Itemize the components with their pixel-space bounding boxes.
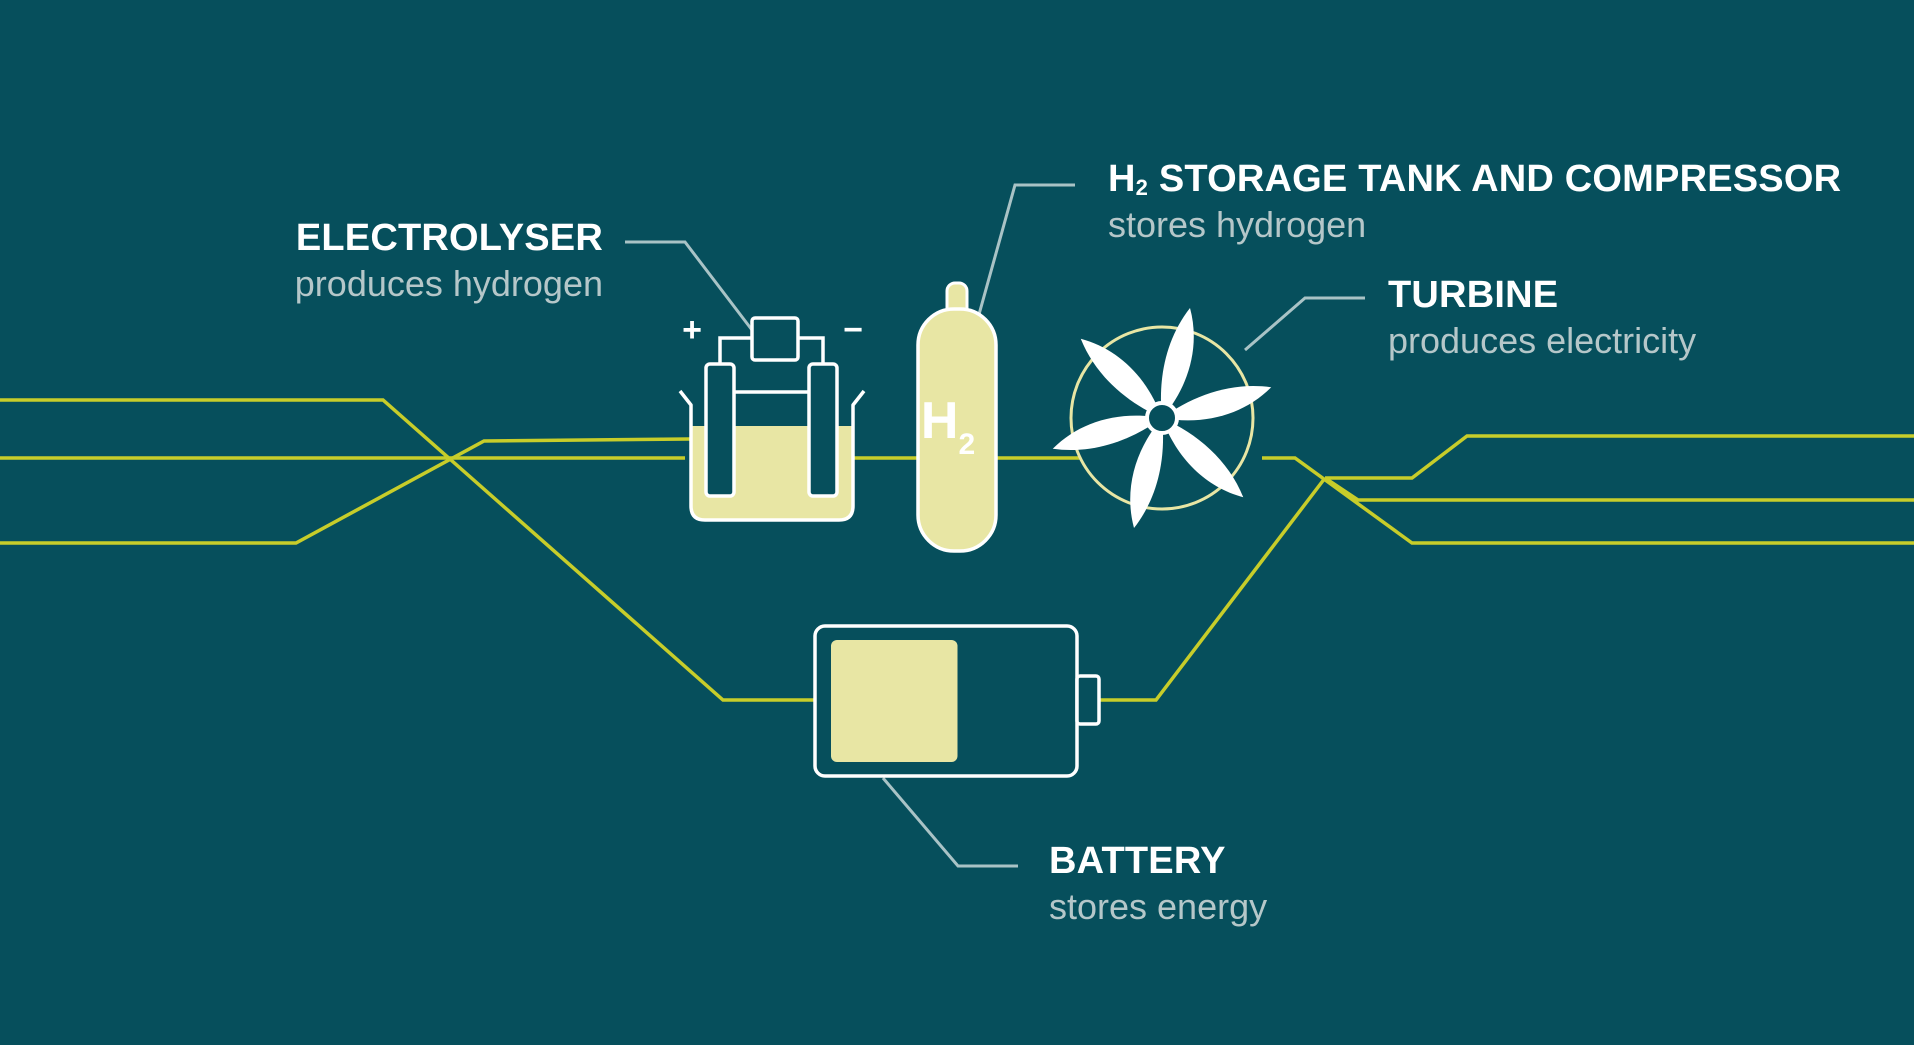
battery-charge-fill — [831, 640, 958, 762]
turbine-blade — [1160, 308, 1194, 418]
battery-subtitle: stores energy — [1049, 885, 1268, 927]
turbine-subtitle: produces electricity — [1388, 319, 1697, 361]
storage-tank-title-h: H — [1108, 158, 1136, 200]
flow-line-right-top — [1325, 434, 1914, 480]
plus-sign: + — [682, 311, 702, 349]
turbine-blades — [1052, 308, 1272, 528]
hydrogen-tank-icon: H2 — [916, 281, 998, 553]
turbine-blade — [1130, 418, 1164, 528]
flow-line-top-left — [0, 398, 815, 702]
tank-label-main: H — [921, 392, 959, 450]
battery-terminal — [1075, 674, 1101, 726]
turbine-blade — [1080, 338, 1162, 418]
storage-tank-label: H2 STORAGE TANK AND COMPRESSOR stores hy… — [1108, 157, 1841, 246]
storage-tank-subtitle: stores hydrogen — [1108, 203, 1367, 245]
leader-turbine — [1244, 296, 1365, 352]
battery-icon — [813, 624, 1101, 778]
flow-line-turbine-out — [1262, 456, 1914, 545]
turbine-hub — [1145, 401, 1179, 435]
wire-right — [798, 336, 825, 364]
flow-lines — [0, 398, 1914, 702]
battery-label: BATTERY stores energy — [1049, 839, 1267, 928]
turbine-blade — [1162, 418, 1244, 498]
storage-tank-title-sub: 2 — [1135, 175, 1149, 200]
electrode-left — [704, 362, 736, 498]
leader-electrolyser — [625, 240, 754, 331]
tank-body — [916, 307, 998, 553]
battery-title: BATTERY — [1049, 840, 1226, 882]
tank-label: H2 — [921, 392, 975, 461]
turbine-title: TURBINE — [1388, 274, 1559, 316]
minus-sign: − — [843, 311, 863, 349]
flow-line-battery-out — [1100, 476, 1327, 702]
turbine-label: TURBINE produces electricity — [1388, 273, 1696, 362]
turbine-blade — [1162, 386, 1272, 421]
leader-lines — [625, 183, 1365, 868]
turbine-blade — [1052, 415, 1162, 450]
turbine-ring — [1069, 325, 1255, 511]
flow-line-right-middle — [1324, 476, 1914, 502]
power-supply-box — [750, 316, 800, 362]
electrolyser-subtitle: produces hydrogen — [294, 262, 603, 304]
storage-tank-title-rest: STORAGE TANK AND COMPRESSOR — [1148, 158, 1842, 200]
electrolyser-icon: + − — [678, 311, 866, 522]
electrolyser-title: ELECTROLYSER — [295, 217, 603, 259]
tank-label-sub: 2 — [958, 428, 975, 461]
leader-battery — [881, 777, 1018, 868]
electrode-right — [807, 362, 839, 498]
leader-storage-tank — [976, 183, 1075, 319]
electrolyser-label: ELECTROLYSER produces hydrogen — [295, 216, 603, 305]
storage-tank-title: H2 STORAGE TANK AND COMPRESSOR — [1108, 157, 1841, 203]
turbine-icon — [1052, 308, 1272, 528]
flow-line-bottom-left — [0, 437, 691, 545]
beaker-outline — [678, 389, 866, 522]
wire-left — [718, 336, 752, 364]
